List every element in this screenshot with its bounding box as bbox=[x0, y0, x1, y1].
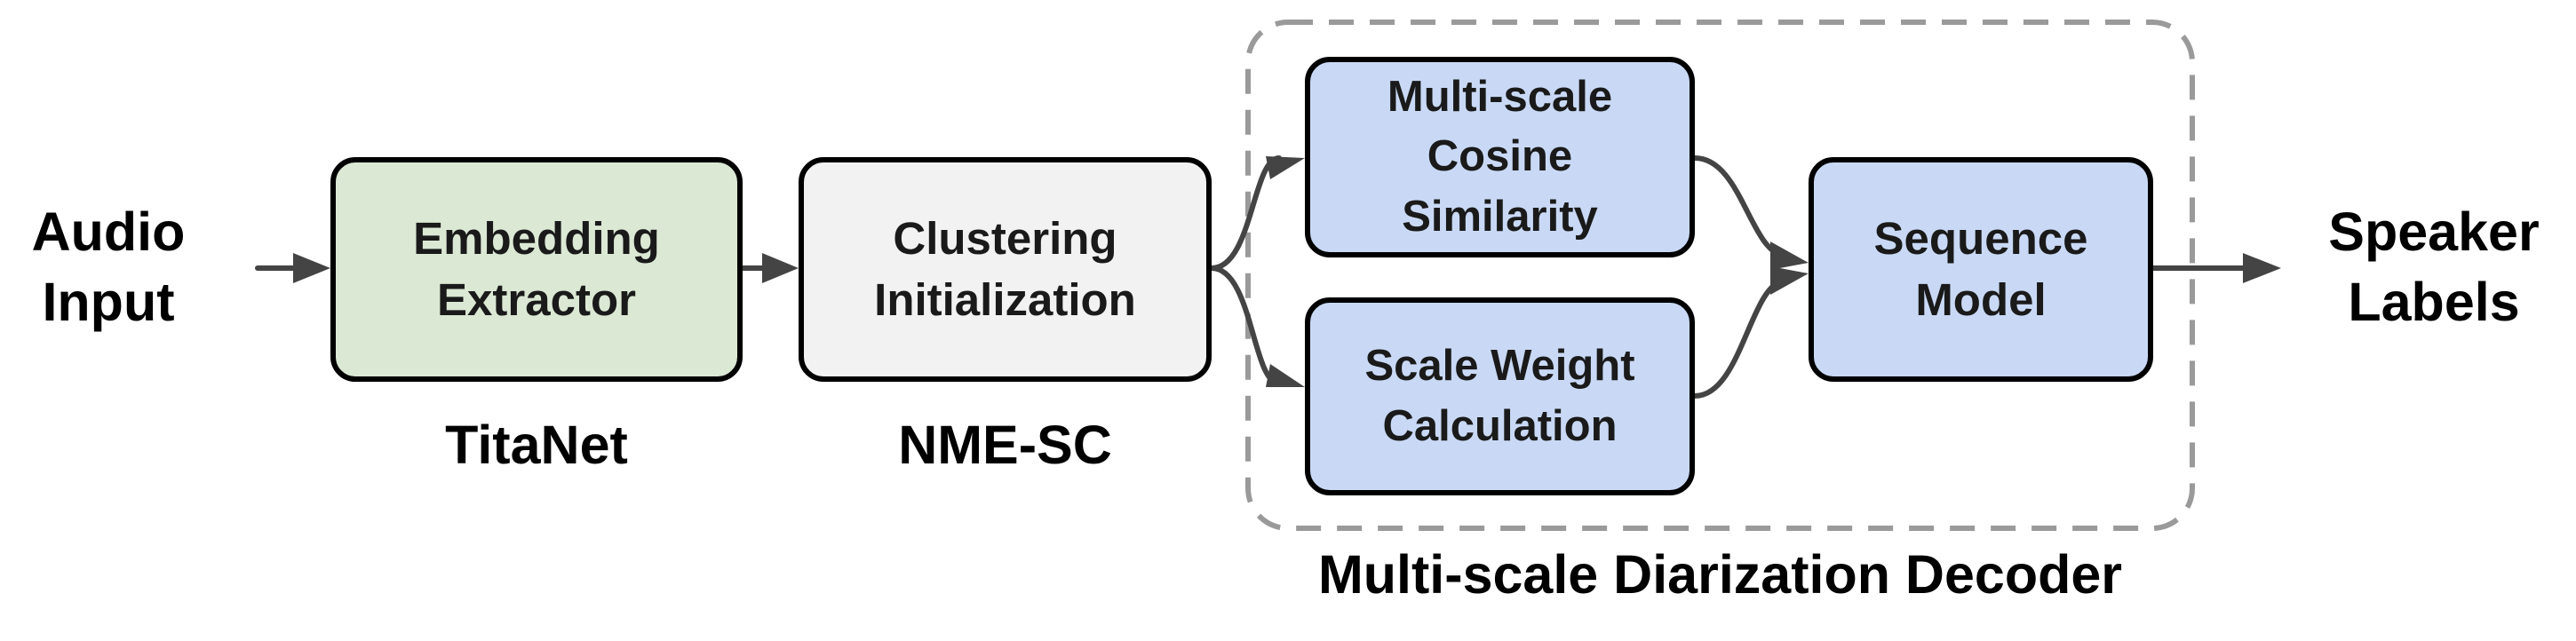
arrowhead-embedding-to-clustering bbox=[762, 253, 799, 283]
clustering-initialization-box: Clustering Initialization bbox=[799, 157, 1212, 382]
arrowhead-cosine-to-sequence bbox=[1770, 241, 1809, 270]
embedding-extractor-box: Embedding Extractor bbox=[330, 157, 743, 382]
arrowhead-weight-to-sequence bbox=[1770, 266, 1809, 295]
arrowhead-sequence-to-output bbox=[2243, 253, 2281, 283]
scale-weight-box: Scale Weight Calculation bbox=[1305, 297, 1695, 495]
nme-sc-caption: NME-SC bbox=[898, 415, 1112, 475]
cosine-similarity-box: Multi-scale Cosine Similarity bbox=[1305, 57, 1695, 257]
clustering-initialization-label: Clustering Initialization bbox=[874, 212, 1136, 325]
sequence-model-label: Sequence Model bbox=[1873, 212, 2088, 325]
arrowhead-clustering-to-cosine bbox=[1266, 156, 1305, 179]
audio-input-label: Audio Input bbox=[31, 202, 186, 333]
scale-weight-label: Scale Weight Calculation bbox=[1364, 341, 1635, 450]
arrowhead-clustering-to-weight bbox=[1266, 364, 1305, 387]
sequence-model-box: Sequence Model bbox=[1809, 157, 2153, 382]
cosine-similarity-label: Multi-scale Cosine Similarity bbox=[1387, 72, 1613, 241]
titanet-caption: TitaNet bbox=[445, 415, 628, 475]
speaker-labels-label: Speaker Labels bbox=[2328, 202, 2540, 333]
decoder-title: Multi-scale Diarization Decoder bbox=[1317, 544, 2123, 605]
decoder-group-border bbox=[1245, 20, 2195, 531]
embedding-extractor-label: Embedding Extractor bbox=[413, 212, 660, 325]
arrow-cosine-to-sequence bbox=[1692, 155, 1786, 258]
arrow-weight-to-sequence bbox=[1692, 278, 1786, 399]
arrowhead-input-to-embedding bbox=[293, 253, 330, 283]
